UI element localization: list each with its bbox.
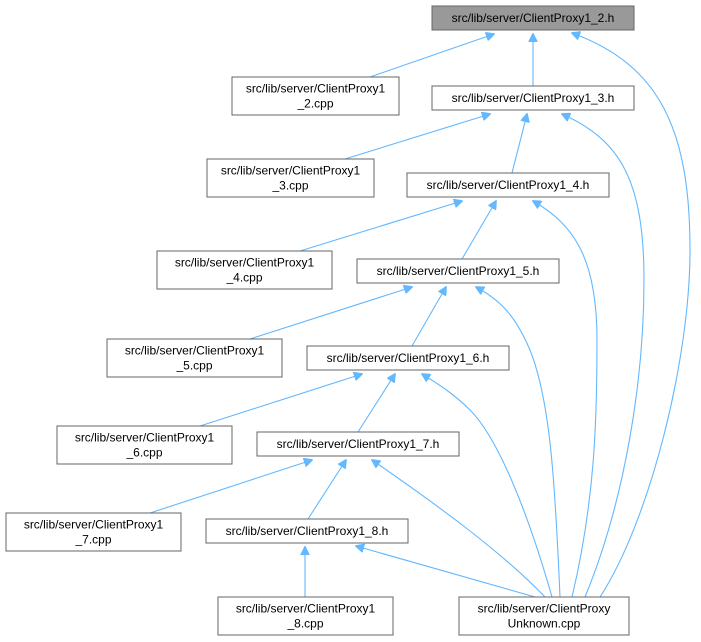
node-box[interactable] (231, 76, 400, 116)
node-label: src/lib/server/ClientProxy1_8.h (226, 524, 389, 538)
node-label: src/lib/server/ClientProxy1 (175, 256, 315, 270)
edge-unk-to-h4 (533, 201, 598, 598)
node-label: Unknown.cpp (508, 617, 581, 631)
node-label: _3.cpp (271, 179, 308, 193)
node-label: _5.cpp (175, 359, 212, 373)
edge-cpp3-to-h3 (344, 114, 490, 160)
edge-cpp4-to-h4 (299, 201, 462, 252)
node-label: src/lib/server/ClientProxy1_5.h (377, 264, 540, 278)
edge-unk-to-h2 (572, 33, 691, 598)
node-label: _7.cpp (74, 533, 111, 547)
node-box[interactable] (5, 512, 182, 552)
node-label: _6.cpp (125, 446, 162, 460)
node-box[interactable] (106, 338, 283, 378)
node-h5[interactable]: src/lib/server/ClientProxy1_5.h (356, 258, 560, 284)
node-label: src/lib/server/ClientProxy1 (221, 164, 361, 178)
edge-h7-to-h6 (357, 374, 395, 433)
node-label: src/lib/server/ClientProxy1_7.h (277, 437, 440, 451)
node-box[interactable] (56, 425, 233, 465)
node-box[interactable] (206, 158, 375, 198)
edge-cpp7-to-h7 (149, 460, 312, 514)
node-cpp2[interactable]: src/lib/server/ClientProxy1_2.cpp (231, 76, 400, 116)
edge-h8-to-h7 (307, 460, 346, 520)
node-label: _8.cpp (286, 617, 323, 631)
node-cpp7[interactable]: src/lib/server/ClientProxy1_7.cpp (5, 512, 182, 552)
node-h2[interactable]: src/lib/server/ClientProxy1_2.h (431, 5, 635, 31)
edge-h4-to-h3 (511, 114, 527, 174)
node-box[interactable] (205, 518, 409, 544)
node-cpp5[interactable]: src/lib/server/ClientProxy1_5.cpp (106, 338, 283, 378)
node-label: src/lib/server/ClientProxy (478, 602, 611, 616)
node-label: src/lib/server/ClientProxy1_3.h (452, 91, 615, 105)
edge-cpp5-to-h5 (249, 287, 412, 340)
node-label: src/lib/server/ClientProxy1 (236, 602, 376, 616)
node-box[interactable] (256, 431, 460, 457)
node-label: src/lib/server/ClientProxy1 (125, 344, 265, 358)
node-box[interactable] (431, 85, 635, 111)
node-label: src/lib/server/ClientProxy1_6.h (327, 351, 490, 365)
node-label: src/lib/server/ClientProxy1 (24, 518, 164, 532)
node-cpp3[interactable]: src/lib/server/ClientProxy1_3.cpp (206, 158, 375, 198)
node-label: src/lib/server/ClientProxy1 (246, 82, 386, 96)
edge-unk-to-h3 (562, 114, 645, 598)
node-label: src/lib/server/ClientProxy1_2.h (452, 11, 615, 25)
node-cpp4[interactable]: src/lib/server/ClientProxy1_4.cpp (156, 250, 333, 290)
nodes-layer: src/lib/server/ClientProxy1_2.h src/lib/s… (5, 5, 635, 636)
node-box[interactable] (217, 596, 394, 636)
node-box[interactable] (156, 250, 333, 290)
edge-h5-to-h4 (461, 201, 496, 260)
node-box[interactable] (356, 258, 560, 284)
node-box[interactable] (458, 596, 630, 636)
node-box[interactable] (431, 5, 635, 31)
node-box[interactable] (306, 345, 510, 371)
edge-unk-to-h6 (422, 374, 553, 598)
edge-cpp6-to-h6 (199, 374, 362, 427)
edge-unk-to-h8 (356, 546, 536, 598)
node-h6[interactable]: src/lib/server/ClientProxy1_6.h (306, 345, 510, 371)
node-h4[interactable]: src/lib/server/ClientProxy1_4.h (406, 172, 610, 198)
node-label: src/lib/server/ClientProxy1_4.h (427, 178, 590, 192)
node-h7[interactable]: src/lib/server/ClientProxy1_7.h (256, 431, 460, 457)
edges-layer (149, 33, 691, 598)
node-label: _2.cpp (296, 97, 333, 111)
node-label: _4.cpp (225, 271, 262, 285)
edge-cpp2-to-h2 (369, 34, 494, 78)
edge-unk-to-h5 (476, 287, 561, 598)
node-cpp8[interactable]: src/lib/server/ClientProxy1_8.cpp (217, 596, 394, 636)
edge-h6-to-h5 (411, 287, 446, 347)
edge-unk-to-h7 (372, 460, 546, 598)
node-label: src/lib/server/ClientProxy1 (75, 431, 215, 445)
node-h8[interactable]: src/lib/server/ClientProxy1_8.h (205, 518, 409, 544)
node-h3[interactable]: src/lib/server/ClientProxy1_3.h (431, 85, 635, 111)
node-cpp6[interactable]: src/lib/server/ClientProxy1_6.cpp (56, 425, 233, 465)
node-box[interactable] (406, 172, 610, 198)
